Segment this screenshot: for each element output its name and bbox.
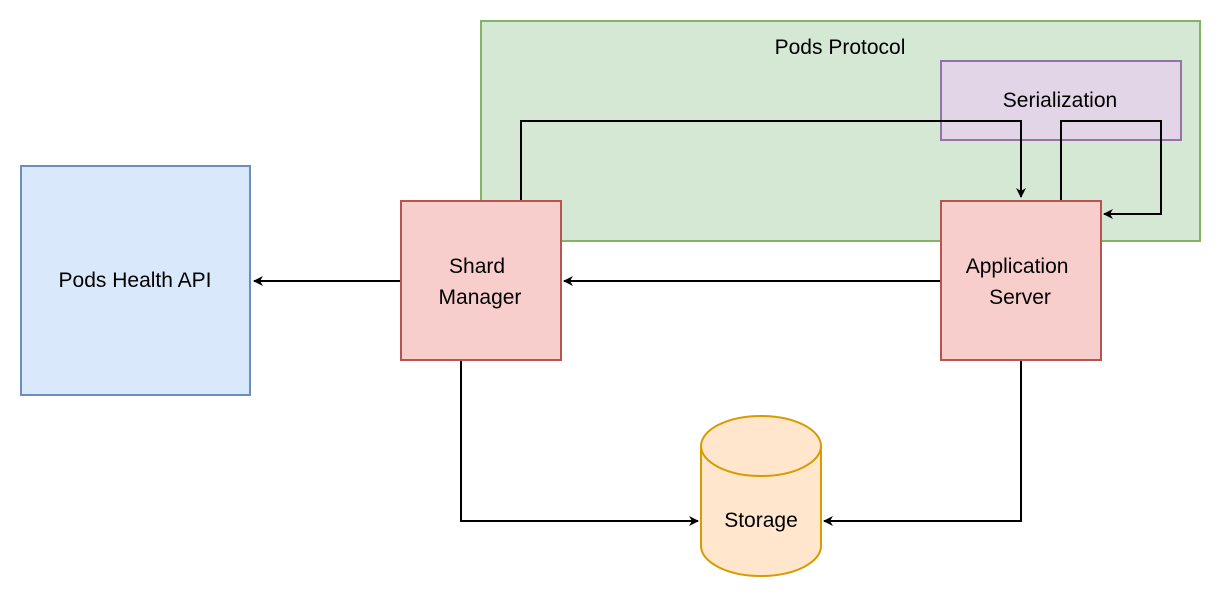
shard-manager-label-line-2: Manager xyxy=(439,286,522,309)
shard-manager-box xyxy=(400,200,562,361)
edges xyxy=(253,120,1162,526)
application-server-label: Application Server xyxy=(966,255,1075,309)
application-server-label-line-2: Server xyxy=(989,286,1051,309)
application-server-box xyxy=(940,200,1102,361)
edge-shard-manager-to-storage[interactable] xyxy=(460,361,699,526)
edge-application-server-to-storage[interactable] xyxy=(823,361,1022,526)
shard-manager-node[interactable]: Shard Manager xyxy=(400,200,562,361)
edge-shard-manager-to-application-server[interactable] xyxy=(520,120,1026,201)
shard-manager-label-line-1: Shard xyxy=(449,255,505,278)
pods-health-api-label: Pods Health API xyxy=(59,269,212,292)
storage-cylinder-body xyxy=(700,446,822,577)
storage-node[interactable]: Storage xyxy=(700,415,822,577)
serialization-label: Serialization xyxy=(1003,89,1117,112)
application-server-label-line-1: Application xyxy=(966,255,1069,278)
edge-application-server-self-loop[interactable] xyxy=(1060,120,1162,219)
pods-protocol-label: Pods Protocol xyxy=(775,36,906,59)
pods-health-api-box xyxy=(20,165,251,396)
storage-cylinder-top xyxy=(700,415,822,477)
storage-label: Storage xyxy=(724,509,798,532)
application-server-node[interactable]: Application Server xyxy=(940,200,1102,361)
shard-manager-label: Shard Manager xyxy=(439,255,522,309)
pods-health-api-node[interactable]: Pods Health API xyxy=(20,165,251,396)
